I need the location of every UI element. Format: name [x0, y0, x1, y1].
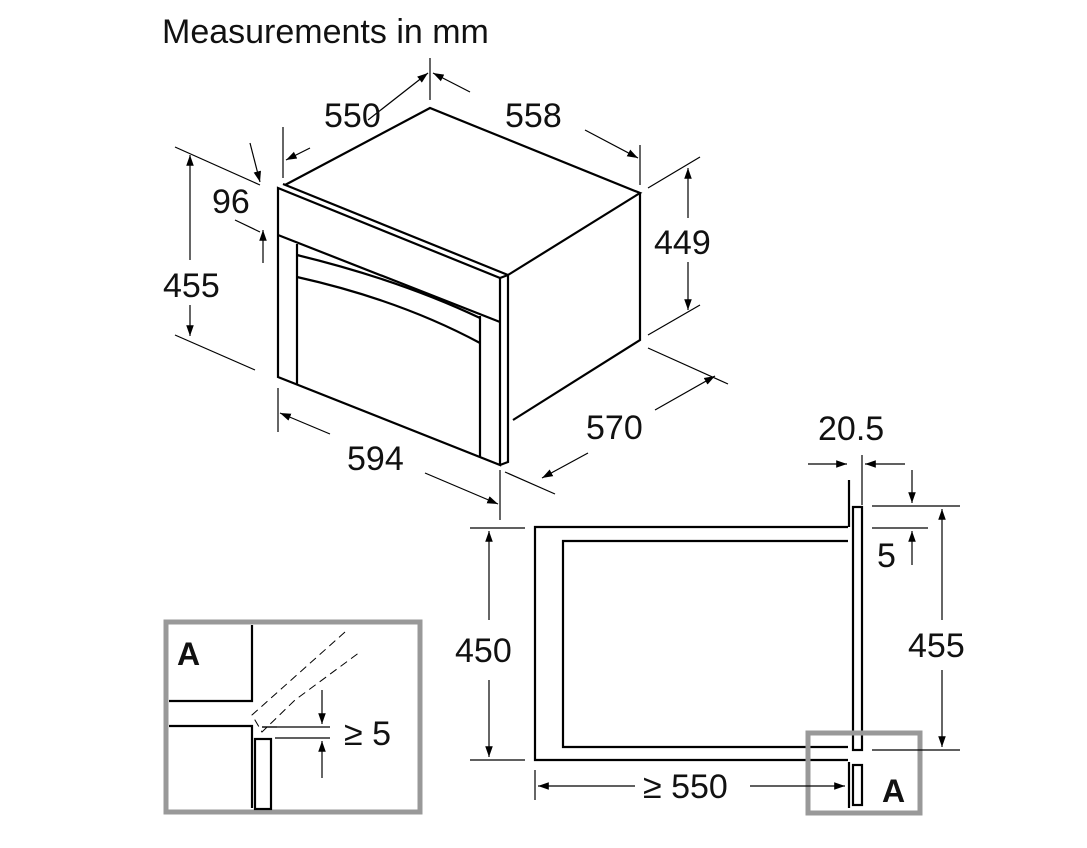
- dim-panel-height: 96: [212, 183, 250, 221]
- dim-depth-top: 550: [324, 97, 381, 135]
- dim-min-gap: ≥ 5: [344, 715, 391, 753]
- detail-a-inset: A ≥ 5: [163, 619, 423, 815]
- appliance-dimensions: 550 558 96 455 449 570 594: [163, 58, 729, 520]
- dim-front-width: 594: [347, 440, 404, 478]
- dim-panel-height-niche: 455: [908, 627, 965, 665]
- dim-width-back: 558: [505, 97, 562, 135]
- dim-niche-height: 450: [455, 632, 512, 670]
- dim-top-gap: 5: [877, 537, 896, 575]
- dim-front-height: 455: [163, 267, 220, 305]
- dim-overall-depth: 570: [586, 409, 643, 447]
- dim-min-depth: ≥ 550: [643, 768, 728, 806]
- appliance-drawing: [276, 106, 643, 467]
- dim-panel-offset: 20.5: [818, 410, 884, 448]
- detail-label: A: [177, 636, 200, 672]
- detail-marker-a: A: [882, 773, 905, 809]
- dim-body-height: 449: [654, 224, 711, 262]
- niche-section: 450 ≥ 550 A 20.5 5 455: [455, 410, 965, 816]
- diagram-title: Measurements in mm: [162, 13, 489, 51]
